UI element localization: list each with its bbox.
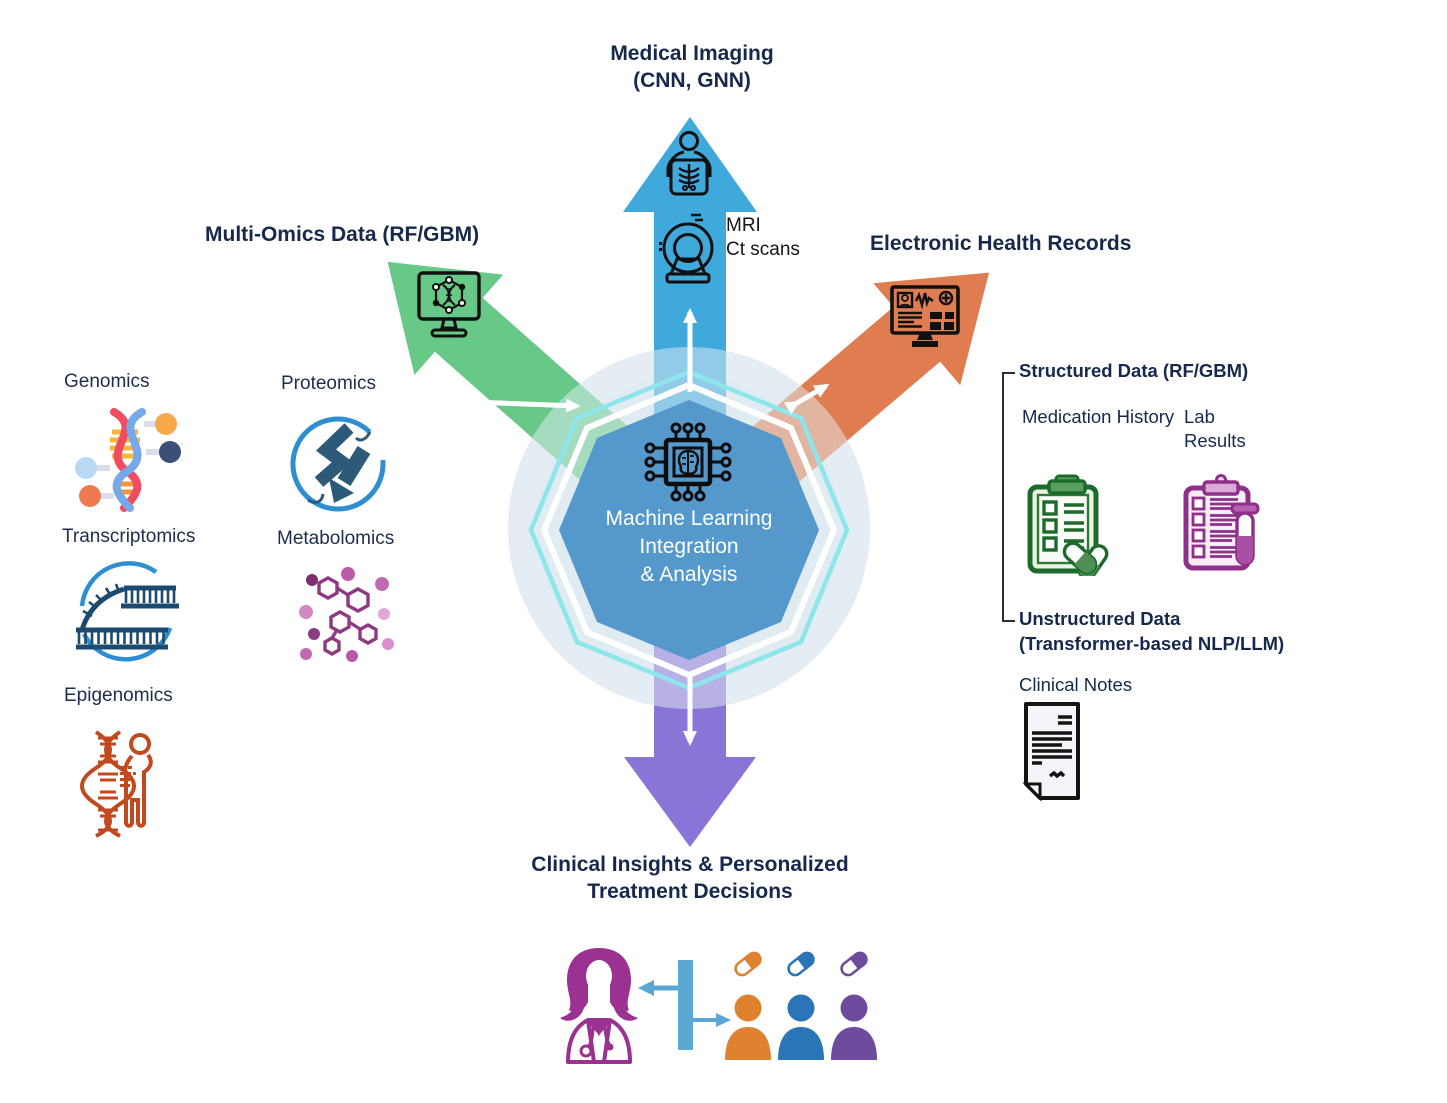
patient-icon (725, 994, 771, 1060)
flow-arrow-ehr-bidirectional (783, 383, 830, 415)
ehr-detail-bracket (1002, 372, 1015, 622)
lab-results-label: Lab Results (1184, 405, 1246, 453)
clinical-notes-label: Clinical Notes (1019, 674, 1133, 695)
ehr-monitor-icon (890, 285, 960, 347)
doctor-icon (560, 948, 638, 1064)
protein-ribbon-icon (290, 416, 386, 512)
mri-scanner-icon (659, 213, 714, 284)
chip-brain-icon (644, 422, 732, 502)
mri-caption-line2: Ct scans (726, 239, 800, 260)
transcriptomics-label: Transcriptomics (62, 526, 196, 547)
proteomics-label: Proteomics (281, 373, 377, 394)
unstructured-data-title-line2: (Transformer-based NLP/LLM) (1019, 633, 1285, 654)
dna-icon (75, 408, 181, 512)
ehr-title: Electronic Health Records (870, 232, 1132, 255)
center-node-label: Machine Learning Integration & Analysis (569, 505, 809, 589)
molecules-icon (299, 567, 394, 662)
flow-arrow-omics-bidirectional (0, 376, 581, 413)
mri-caption-line1: MRI (726, 215, 761, 236)
epigenomics-label: Epigenomics (64, 685, 173, 706)
clipboard-test-tube-icon (1183, 474, 1260, 571)
genomics-label: Genomics (64, 371, 150, 392)
arrow-to-doctor (638, 980, 654, 996)
document-icon (1022, 702, 1080, 802)
clipboard-pills-icon (1027, 474, 1109, 576)
lab-results-line1: Lab (1184, 406, 1215, 427)
center-node-line3: & Analysis (640, 563, 738, 586)
pill-icon (787, 951, 815, 977)
xray-icon (666, 131, 712, 196)
patient-icon (778, 994, 824, 1060)
omics-network-monitor-icon (417, 271, 481, 338)
unstructured-data-title: Unstructured Data (Transformer-based NLP… (1019, 606, 1284, 656)
arrow-to-patients (716, 1013, 731, 1027)
clinical-outcome-title-line1: Clinical Insights & Personalized (531, 853, 849, 876)
clinical-outcome-title: Clinical Insights & Personalized Treatme… (440, 851, 940, 905)
structured-data-title: Structured Data (RF/GBM) (1019, 360, 1249, 381)
pill-icon (840, 951, 868, 977)
lab-results-line2: Results (1184, 430, 1246, 451)
multi-omics-title: Multi-Omics Data (RF/GBM) (205, 223, 480, 246)
dna-person-icon (80, 730, 153, 838)
unstructured-data-title-line1: Unstructured Data (1019, 608, 1181, 629)
medical-imaging-title-line2: (CNN, GNN) (633, 69, 751, 92)
medication-history-label: Medication History (1022, 406, 1175, 427)
rna-strand-icon (76, 561, 179, 662)
medical-imaging-title: Medical Imaging (CNN, GNN) (467, 40, 917, 94)
patients-group (725, 951, 877, 1060)
pill-icon (734, 951, 762, 977)
medical-imaging-title-line1: Medical Imaging (610, 42, 774, 65)
center-node-line2: Integration (639, 535, 739, 558)
mri-caption: MRI Ct scans (726, 214, 800, 262)
clinical-outcome-title-line2: Treatment Decisions (587, 880, 793, 903)
pill-capsule (1062, 541, 1098, 575)
center-node-line1: Machine Learning (605, 507, 773, 530)
treatment-split-bar (638, 960, 731, 1050)
octagon-core (559, 400, 819, 660)
metabolomics-label: Metabolomics (277, 528, 395, 549)
patient-icon (831, 994, 877, 1060)
